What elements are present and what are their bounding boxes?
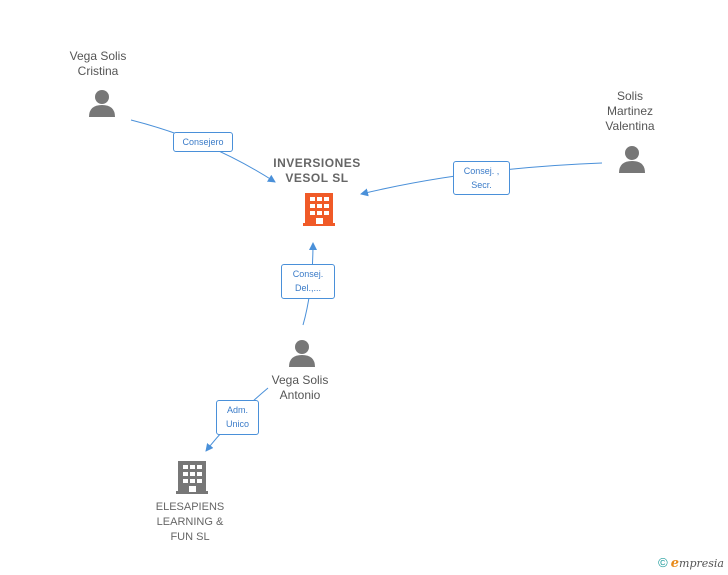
label-line: Martinez: [606, 104, 653, 118]
person-icon[interactable]: [289, 340, 315, 367]
role-badge-antonio[interactable]: Consej. Del.,...: [281, 264, 335, 299]
label-line: Vega Solis: [271, 373, 329, 387]
label-line: FUN SL: [170, 531, 210, 543]
label-line: LEARNING &: [156, 516, 224, 528]
brand-initial: e: [670, 556, 680, 571]
role-text: Unico: [225, 419, 249, 429]
label-line: Valentina: [605, 119, 655, 133]
person-icon[interactable]: [619, 146, 645, 173]
role-text: Del.,...: [294, 283, 321, 293]
footer-credit[interactable]: ©empresia: [658, 555, 724, 571]
label-line: INVERSIONES: [273, 156, 361, 170]
company-label-main[interactable]: INVERSIONES VESOL SL: [255, 156, 379, 186]
building-icon[interactable]: [303, 193, 335, 226]
copyright-symbol: ©: [658, 555, 668, 570]
brand-rest: mpresia: [679, 557, 724, 570]
role-text: Consejero: [182, 137, 224, 147]
label-line: Antonio: [279, 388, 321, 402]
role-badge-valentina[interactable]: Consej. , Secr.: [453, 161, 510, 195]
label-line: Cristina: [77, 64, 119, 78]
brand-logo: empresia: [670, 556, 724, 571]
role-badge-elesapiens[interactable]: Adm. Unico: [216, 400, 259, 435]
person-label-valentina[interactable]: Solis Martinez Valentina: [580, 89, 680, 134]
label-line: Vega Solis: [69, 49, 127, 63]
role-text: Consej.: [292, 269, 324, 279]
company-label-elesapiens[interactable]: ELESAPIENS LEARNING & FUN SL: [135, 500, 245, 545]
role-badge-cristina[interactable]: Consejero: [173, 132, 233, 152]
label-line: Solis: [616, 89, 643, 103]
role-text: Adm.: [226, 405, 248, 415]
person-label-cristina[interactable]: Vega Solis Cristina: [48, 49, 148, 79]
person-icon[interactable]: [89, 90, 115, 117]
role-text: Consej. ,: [463, 166, 500, 176]
label-line: ELESAPIENS: [155, 501, 225, 513]
building-icon[interactable]: [176, 461, 208, 494]
role-text: Secr.: [471, 180, 492, 190]
person-label-antonio[interactable]: Vega Solis Antonio: [248, 373, 352, 403]
label-line: VESOL SL: [285, 171, 349, 185]
